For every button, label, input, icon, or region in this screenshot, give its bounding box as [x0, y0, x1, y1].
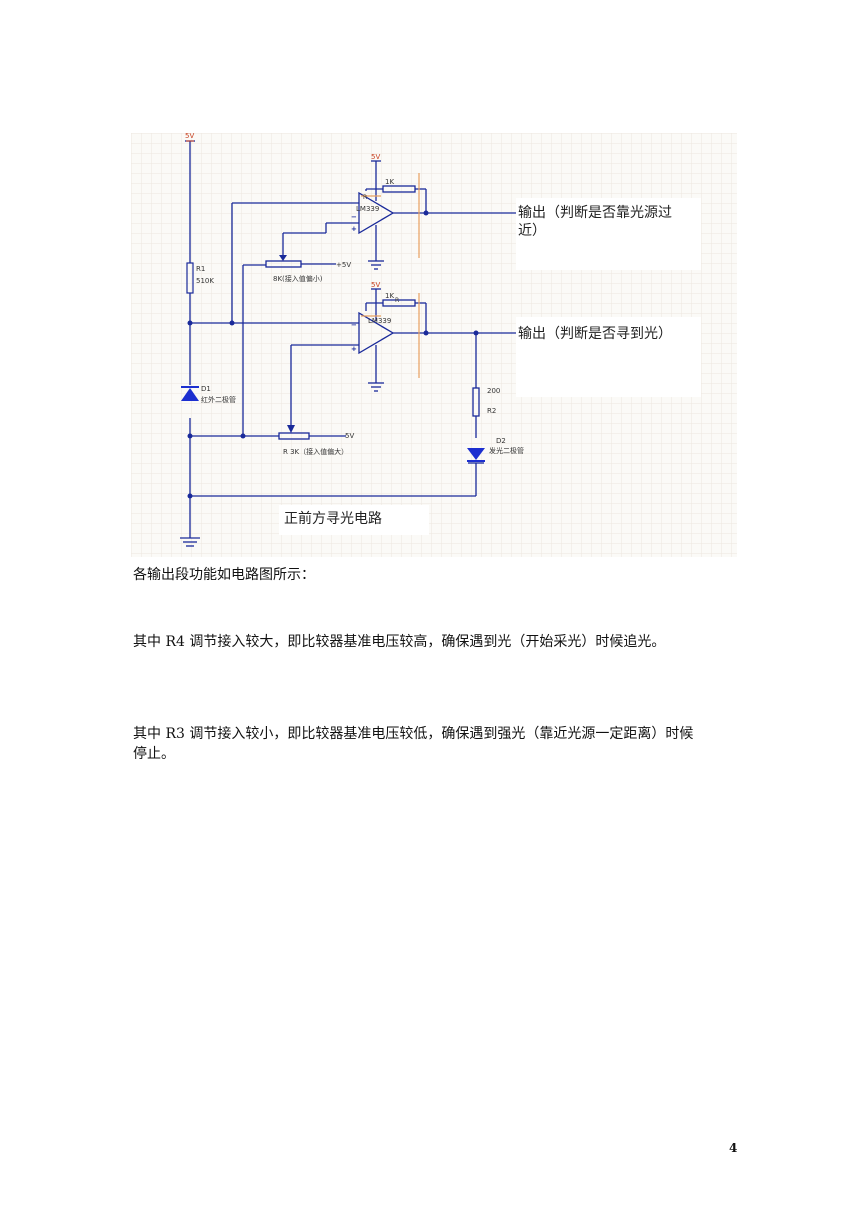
pot-top-supply: +5V [336, 261, 351, 269]
svg-text:−: − [351, 213, 357, 221]
d2-ref: D2 [496, 437, 506, 445]
svg-text:+: + [351, 225, 357, 233]
output1-label-line1: 输出（判断是否靠光源过 [518, 205, 672, 221]
u1-supply-label: 5V [371, 153, 380, 161]
r1-ref: R1 [196, 265, 205, 273]
pot-top-label: 8K(接入值偏小) [273, 274, 323, 283]
r1-value: 510K [196, 277, 214, 285]
pot-bottom-supply: 5V [345, 432, 354, 440]
circuit-diagram: 5V 5V 5V LM339 LM339 1K R 1K R R1 510K D… [131, 133, 737, 557]
pot-bottom-label: R 3K（接入值偏大） [283, 447, 348, 456]
paragraph-r3-line2: 停止。 [133, 746, 175, 762]
r2-value: 200 [487, 387, 500, 395]
figure-caption: 正前方寻光电路 [284, 510, 382, 527]
u2-supply-label: 5V [371, 281, 380, 289]
paragraph-r3-line1: 其中 R3 调节接入较小，即比较器基准电压较低，确保遇到强光（靠近光源一定距离）… [133, 726, 694, 742]
u1-feedback-label: 1K [385, 178, 394, 186]
u2-feedback-sub: R [395, 297, 399, 304]
paragraph-r3: 其中 R3 调节接入较小，即比较器基准电压较低，确保遇到强光（靠近光源一定距离）… [133, 724, 743, 764]
r2-ref: R2 [487, 407, 496, 415]
output2-label: 输出（判断是否寻到光） [518, 326, 672, 342]
d1-desc: 红外二极管 [201, 395, 236, 404]
paragraph-intro: 各输出段功能如电路图所示： [133, 567, 315, 583]
output1-label-line2: 近） [518, 223, 546, 239]
svg-text:+: + [351, 345, 357, 353]
d2-desc: 发光二极管 [489, 446, 524, 455]
u1-part-label: LM339 [356, 205, 379, 213]
u1-feedback-sub: R [363, 194, 367, 201]
paragraph-r4: 其中 R4 调节接入较大，即比较器基准电压较高，确保遇到光（开始采光）时候追光。 [133, 634, 666, 650]
u2-feedback-label: 1K [385, 292, 394, 300]
page-number: 4 [729, 1141, 738, 1155]
u2-part-label: LM339 [368, 317, 391, 325]
svg-text:−: − [351, 321, 357, 329]
supply-top-label: 5V [185, 133, 194, 140]
d1-ref: D1 [201, 385, 211, 393]
